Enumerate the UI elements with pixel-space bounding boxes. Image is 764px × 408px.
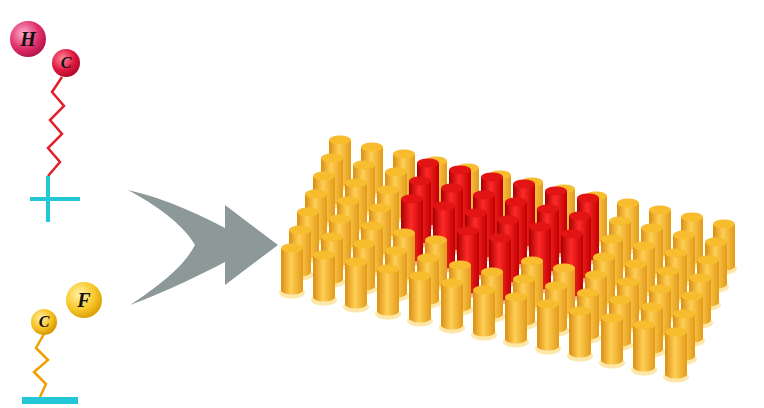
cylinder <box>631 321 657 376</box>
cationic-headgroup <box>30 176 80 222</box>
sphere-fill <box>10 21 46 57</box>
atom-label: C <box>61 55 72 71</box>
cylinder <box>407 272 433 327</box>
cylinder <box>503 293 529 348</box>
atom-sphere: C <box>31 309 57 335</box>
anionic-headgroup <box>22 397 78 404</box>
cylinder <box>439 279 465 334</box>
atom-label: H <box>20 29 36 49</box>
hydrocarbon-chain <box>48 77 64 176</box>
cylinder-array <box>279 136 737 383</box>
sphere-fill <box>66 282 102 318</box>
sphere-fill <box>31 309 57 335</box>
atom-sphere: H <box>10 21 46 57</box>
cylinder <box>375 265 401 320</box>
fluorocarbon-chain <box>34 334 48 397</box>
atom-sphere: C <box>52 49 80 77</box>
cylinder <box>311 251 337 306</box>
cylinder <box>471 286 497 341</box>
atom-label: C <box>39 314 50 330</box>
cylinder <box>567 307 593 362</box>
cylinder <box>599 314 625 369</box>
sphere-fill <box>52 49 80 77</box>
merge-arrow <box>128 190 278 305</box>
atom-sphere: F <box>66 282 102 318</box>
cylinder <box>343 258 369 313</box>
cylinder <box>279 244 305 299</box>
cylinder <box>663 328 689 383</box>
atom-label: F <box>77 290 90 310</box>
cylinder <box>535 300 561 355</box>
